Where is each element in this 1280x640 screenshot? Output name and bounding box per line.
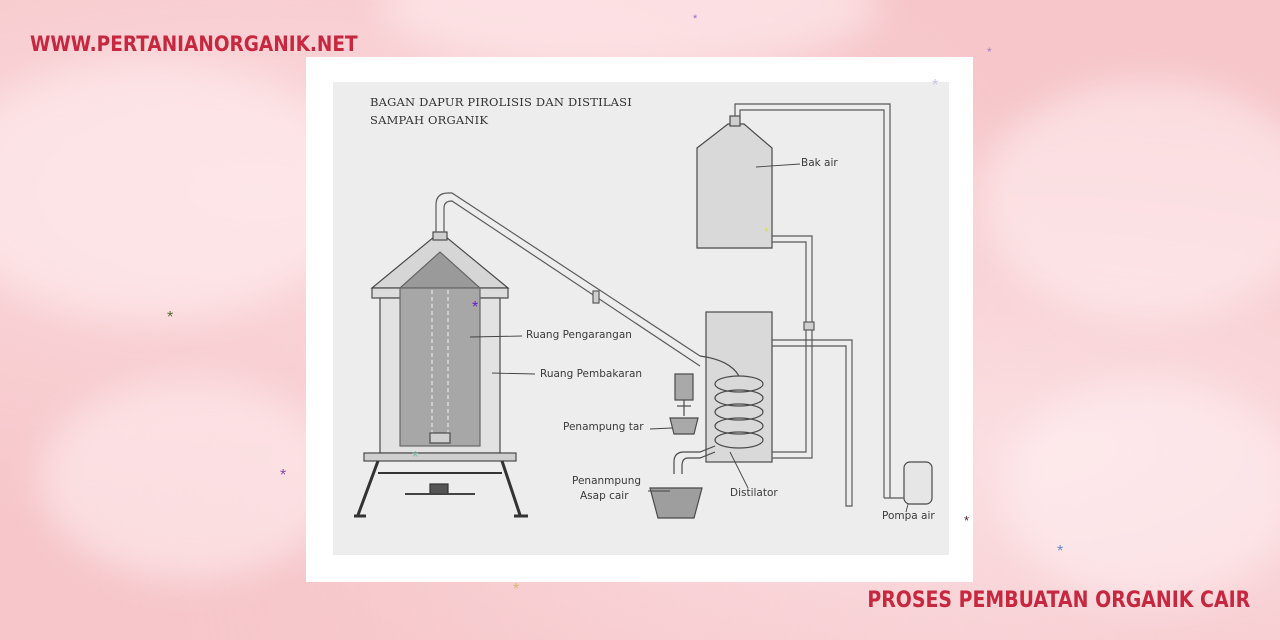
vapor-pipe bbox=[435, 192, 701, 367]
background-cloud bbox=[980, 80, 1280, 320]
label-leaders bbox=[469, 163, 909, 513]
water-pump bbox=[903, 461, 933, 505]
label-pompa-air: Pompa air bbox=[882, 510, 935, 522]
site-url[interactable]: WWW.PERTANIANORGANIK.NET bbox=[30, 32, 358, 56]
sparkle-icon: * bbox=[472, 299, 479, 316]
burner bbox=[429, 483, 449, 495]
distillator bbox=[673, 311, 773, 474]
background-cloud bbox=[1000, 380, 1280, 600]
charring-chamber bbox=[398, 251, 482, 447]
diagram-title-line-1: BAGAN DAPUR PIROLISIS DAN DISTILASI bbox=[370, 95, 632, 109]
background-cloud bbox=[40, 380, 340, 580]
label-ruang-pengarangan: Ruang Pengarangan bbox=[526, 329, 632, 341]
label-penampung-asap-cair-line-2: Asap cair bbox=[580, 490, 629, 502]
sparkle-icon: * bbox=[987, 45, 992, 59]
sparkle-icon: * bbox=[167, 309, 174, 326]
label-distilator: Distilator bbox=[730, 487, 778, 499]
label-bak-air: Bak air bbox=[801, 157, 838, 169]
label-ruang-pembakaran: Ruang Pembakaran bbox=[540, 368, 643, 380]
sparkle-icon: * bbox=[280, 467, 287, 484]
sparkle-icon: * bbox=[764, 225, 769, 239]
diagram-title-line-2: SAMPAH ORGANIK bbox=[370, 113, 489, 127]
background-cloud bbox=[0, 60, 360, 320]
label-penampung-tar: Penampung tar bbox=[563, 421, 644, 433]
sparkle-icon: * bbox=[932, 77, 939, 94]
furnace-legs bbox=[354, 460, 528, 518]
tar-collector bbox=[669, 373, 699, 435]
water-tank bbox=[696, 115, 773, 249]
liquid-smoke-collector bbox=[649, 487, 703, 519]
label-penampung-asap-cair-line-1: Penanmpung bbox=[572, 475, 642, 487]
water-pipes bbox=[734, 103, 891, 507]
page-title: PROSES PEMBUATAN ORGANIK CAIR bbox=[867, 588, 1250, 613]
sparkle-icon: * bbox=[964, 513, 970, 528]
sparkle-icon: * bbox=[693, 13, 698, 25]
sparkle-icon: * bbox=[412, 449, 419, 466]
sparkle-icon: * bbox=[513, 581, 520, 598]
sparkle-icon: * bbox=[1057, 543, 1064, 560]
